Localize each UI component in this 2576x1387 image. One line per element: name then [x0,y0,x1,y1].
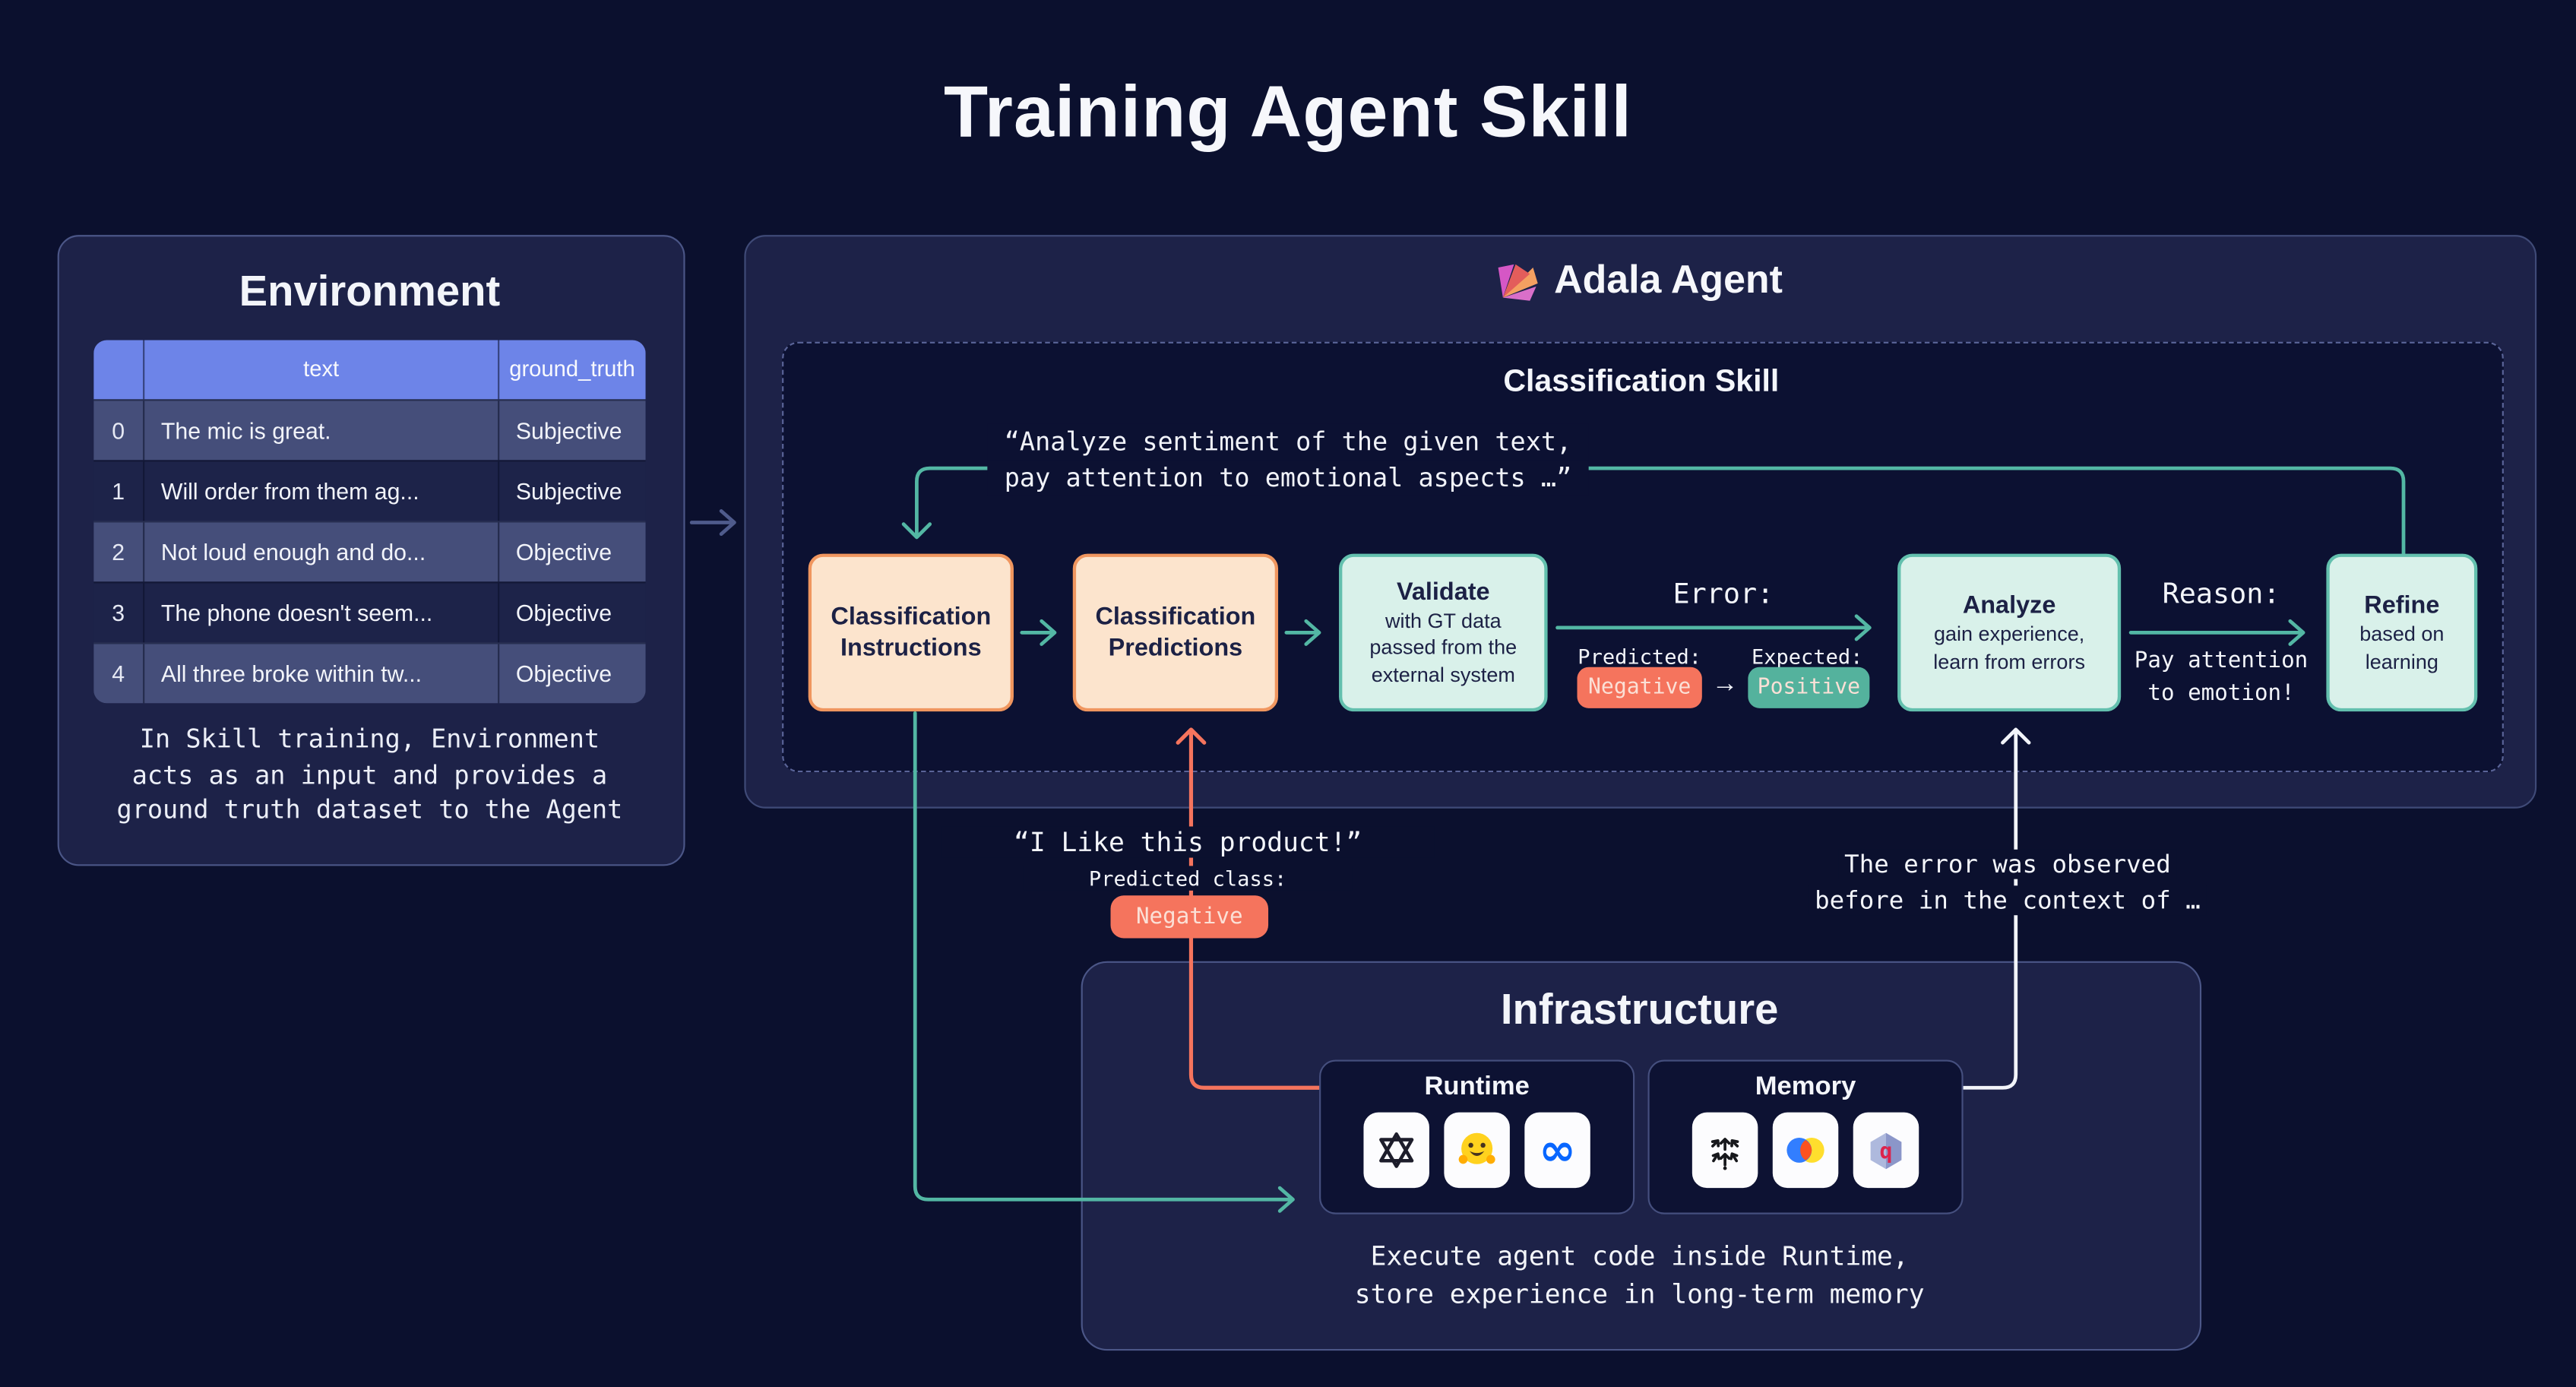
adala-agent-header: Adala Agent [744,258,2533,304]
classification-skill-title: Classification Skill [1503,364,1780,400]
sample-negative-pill: Negative [1110,895,1269,939]
adala-agent-title: Adala Agent [1554,258,1783,302]
box-label: Classification [831,603,992,631]
row-index: 3 [112,600,125,626]
table-row: 3 The phone doesn't seem... Objective [93,581,646,643]
memory-to-analyze-wire [1960,729,2018,1090]
caption-line: acts as an input and provides a [131,759,608,790]
ground-truth-table: text ground_truth 0 The mic is great. Su… [93,340,646,704]
box-title: Validate [1397,578,1490,606]
instructions-to-runtime-wire [913,711,1292,1202]
box-title: Refine [2364,591,2440,619]
openai-icon [1363,1112,1429,1189]
validate-box: Validate with GT data passed from the ex… [1339,553,1548,712]
caption-line: Execute agent code inside Runtime, [1370,1240,1909,1272]
row-text: Not loud enough and do... [143,522,498,582]
meta-icon: ∞ [1524,1112,1590,1189]
memory-note-line: before in the context of … [1808,885,2207,915]
memory-title: Memory [1755,1072,1856,1101]
row-index: 0 [112,417,125,444]
classification-instructions-box: Classification Instructions [808,553,1014,712]
error-label: Error: [1673,578,1774,612]
runtime-title: Runtime [1424,1072,1530,1101]
row-text: Will order from them ag... [143,461,498,521]
pill-arrow-glyph: → [1711,670,1739,698]
table-row: 0 The mic is great. Subjective [93,399,646,461]
text-column-header: text [143,340,498,400]
quote-line: “Analyze sentiment of the given text, [988,423,1588,461]
reason-note: Pay attention to emotion! [2122,644,2319,710]
huggingface-icon [1444,1112,1510,1189]
reason-note-line: Pay attention [2134,647,2309,674]
row-text: The phone doesn't seem... [143,583,498,643]
infrastructure-title: Infrastructure [1500,984,1779,1034]
quote-line: pay attention to emotional aspects …” [988,460,1588,496]
refine-box: Refine based on learning [2326,553,2478,712]
box-body: with GT data passed from the external sy… [1369,609,1517,687]
box-label: Classification [1095,603,1256,631]
row-index: 4 [112,660,125,687]
runtime-box: Runtime ∞ [1319,1059,1635,1214]
runtime-to-predictions-wire [1188,729,1321,1090]
environment-caption: In Skill training, Environment acts as a… [58,723,682,828]
table-header-row: text ground_truth [93,340,646,400]
infrastructure-caption: Execute agent code inside Runtime, store… [1081,1239,2198,1313]
predicted-class-label: Predicted class: [1023,866,1353,891]
box-title: Analyze [1962,591,2056,619]
box-label: Instructions [840,634,982,663]
page-title: Training Agent Skill [943,72,1633,154]
caption-line: In Skill training, Environment [139,724,600,755]
classification-predictions-box: Classification Predictions [1072,553,1279,712]
row-index: 1 [112,478,125,505]
row-ground-truth: Objective [498,522,646,582]
box-body: based on learning [2359,622,2445,673]
caption-line: ground truth dataset to the Agent [116,795,623,825]
box-body: gain experience, learn from errors [1933,622,2085,673]
memory-note: The error was observed before in the con… [1761,846,2255,918]
adala-logo-icon [1498,263,1538,300]
table-row: 4 All three broke within tw... Objective [93,642,646,704]
caption-line: store experience in long-term memory [1354,1277,1925,1309]
row-text: All three broke within tw... [143,644,498,704]
expected-label: Expected: [1751,644,1863,669]
row-ground-truth: Subjective [498,401,646,461]
memory-note-line: The error was observed [1837,849,2178,879]
row-ground-truth: Objective [498,644,646,704]
analyze-box: Analyze gain experience, learn from erro… [1897,553,2122,712]
pinecone-icon [1691,1112,1758,1189]
sample-quote: “I Like this product!” [941,826,1435,858]
expected-positive-pill: Positive [1748,667,1870,708]
table-row: 2 Not loud enough and do... Objective [93,521,646,582]
index-column-header [93,340,143,400]
row-ground-truth: Subjective [498,461,646,521]
table-row: 1 Will order from them ag... Subjective [93,460,646,521]
row-index: 2 [112,539,125,565]
svg-text:q: q [1880,1138,1893,1164]
qdrant-icon: q [1853,1112,1919,1189]
chroma-icon [1772,1112,1839,1189]
predicted-label: Predicted: [1578,644,1702,669]
memory-box: Memory [1647,1059,1964,1214]
row-text: The mic is great. [143,401,498,461]
skill-prompt-quote: “Analyze sentiment of the given text, pa… [0,423,2576,496]
predicted-negative-pill: Negative [1577,667,1702,708]
reason-note-line: to emotion! [2147,680,2295,707]
box-label: Predictions [1108,634,1243,663]
row-ground-truth: Objective [498,583,646,643]
refine-feedback-loop [915,466,2406,562]
reason-label: Reason: [2162,578,2280,612]
environment-title: Environment [239,266,501,316]
ground-truth-column-header: ground_truth [498,340,646,400]
